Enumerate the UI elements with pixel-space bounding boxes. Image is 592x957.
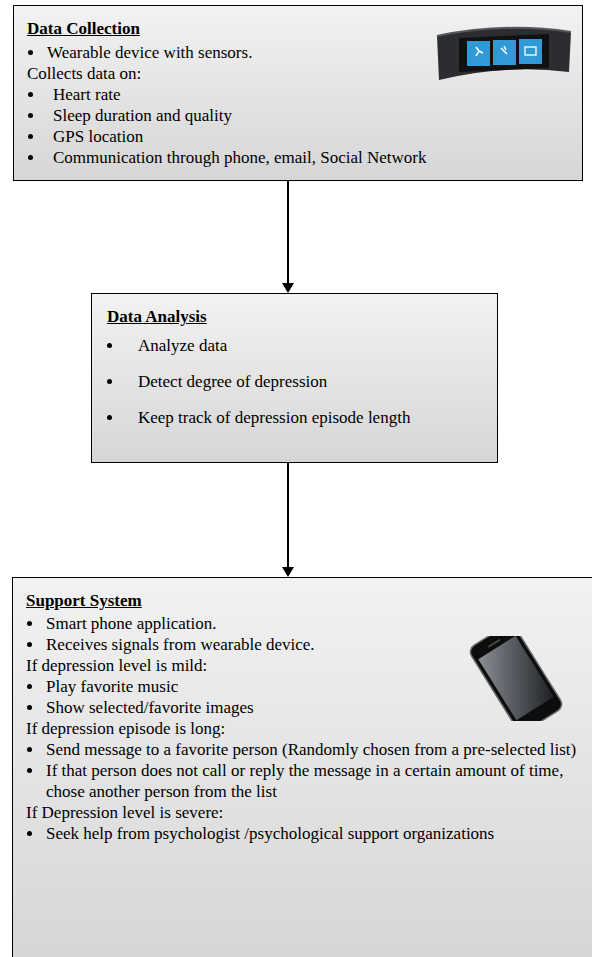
flow-arrow <box>282 463 294 577</box>
box-heading: Data Analysis <box>107 306 487 327</box>
bullet-item: Wearable device with sensors. <box>27 42 572 63</box>
bullet-item: Show selected/favorite images <box>26 697 583 718</box>
process-box: Data CollectionWearable device with sens… <box>13 5 583 181</box>
condition-line: Collects data on: <box>27 63 572 84</box>
bullet-item: Detect degree of depression <box>107 371 487 392</box>
condition-line: If depression episode is long: <box>26 718 583 739</box>
smartphone-icon <box>461 636 571 721</box>
condition-line: If depression level is mild: <box>26 655 583 676</box>
box-heading: Support System <box>26 590 583 611</box>
bullet-item: Receives signals from wearable device. <box>26 634 583 655</box>
bullet-item: Keep track of depression episode length <box>107 407 487 428</box>
process-box: Support SystemSmart phone application.Re… <box>12 577 592 957</box>
bullet-item: Analyze data <box>107 335 487 356</box>
process-box: Data AnalysisAnalyze dataDetect degree o… <box>91 293 498 463</box>
bullet-item: Smart phone application. <box>26 613 583 634</box>
bullet-item: Sleep duration and quality <box>27 105 572 126</box>
wearable-band-icon <box>429 14 579 94</box>
box-heading: Data Collection <box>27 18 572 39</box>
bullet-item: If that person does not call or reply th… <box>26 760 583 802</box>
bullet-item: GPS location <box>27 126 572 147</box>
bullet-item: Send message to a favorite person (Rando… <box>26 739 583 760</box>
bullet-item: Seek help from psychologist /psychologic… <box>26 823 583 844</box>
bullet-item: Communication through phone, email, Soci… <box>27 147 572 168</box>
flow-arrow <box>282 181 294 293</box>
condition-line: If Depression level is severe: <box>26 802 583 823</box>
bullet-item: Heart rate <box>27 84 572 105</box>
bullet-item: Play favorite music <box>26 676 583 697</box>
